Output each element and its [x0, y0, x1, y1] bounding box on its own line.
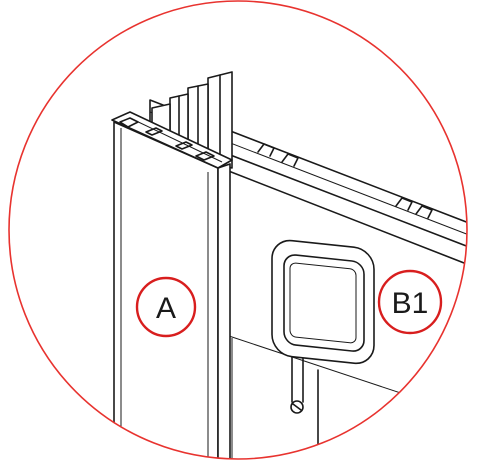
- callout-b1-ring: [377, 269, 443, 335]
- part-b1: [271, 239, 375, 414]
- drawing-content: [111, 71, 467, 459]
- callout-a-label: A: [156, 292, 176, 325]
- callout-b1: B1: [377, 269, 443, 335]
- callout-a: A: [135, 276, 197, 338]
- callout-b1-label: B1: [392, 287, 429, 320]
- detail-frame-circle: [8, 0, 468, 460]
- callout-a-ring: [135, 276, 197, 338]
